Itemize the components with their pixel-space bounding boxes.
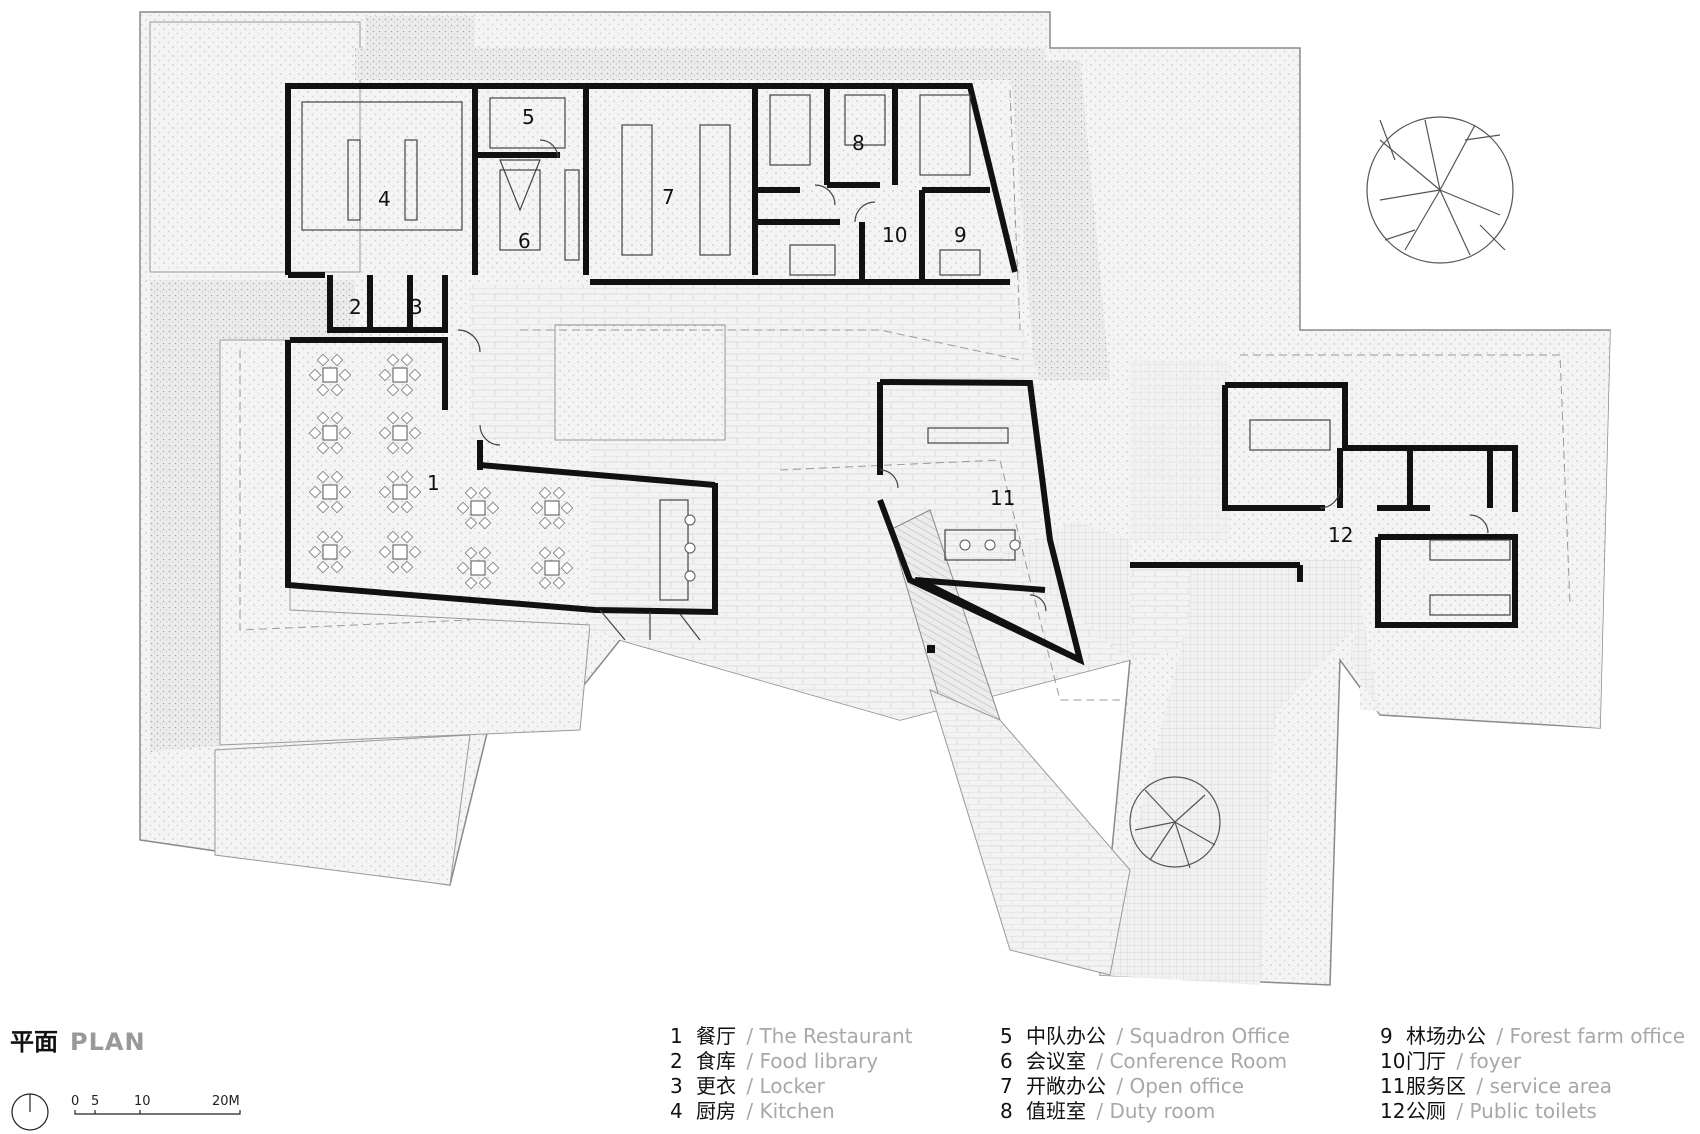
room-label-4: 4	[378, 187, 391, 211]
legend-en: / Conference Room	[1096, 1049, 1288, 1073]
legend-en: / The Restaurant	[746, 1024, 913, 1048]
scale-tick-10: 10	[134, 1094, 151, 1109]
legend-zh: 值班室	[1026, 1099, 1086, 1123]
room-label-10: 10	[882, 223, 907, 247]
legend-zh: 公厕	[1406, 1099, 1446, 1123]
legend-item: 1 餐厅 / The Restaurant	[670, 1024, 913, 1049]
room-label-2: 2	[349, 295, 362, 319]
legend-zh: 中队办公	[1026, 1024, 1106, 1048]
legend-en: / Locker	[746, 1074, 825, 1098]
legend-column-2: 5 中队办公 / Squadron Office 6 会议室 / Conferenc…	[1000, 1024, 1290, 1124]
room-label-5: 5	[522, 105, 535, 129]
legend-num: 9	[1380, 1024, 1393, 1048]
legend-zh: 服务区	[1406, 1074, 1466, 1098]
room-label-6: 6	[518, 229, 531, 253]
legend-num: 5	[1000, 1024, 1013, 1048]
legend-item: 4 厨房 / Kitchen	[670, 1099, 913, 1124]
legend-en: / service area	[1476, 1074, 1613, 1098]
legend-item: 8 值班室 / Duty room	[1000, 1099, 1290, 1124]
counter-fixtures	[684, 514, 1021, 653]
room-label-7: 7	[662, 185, 675, 209]
legend-zh: 会议室	[1026, 1049, 1086, 1073]
legend-zh: 餐厅	[696, 1024, 736, 1048]
legend-zh: 更衣	[696, 1074, 736, 1098]
legend-num: 6	[1000, 1049, 1013, 1073]
legend-num: 11	[1380, 1074, 1406, 1098]
legend-item: 7 开敞办公 / Open office	[1000, 1074, 1290, 1099]
legend-item: 6 会议室 / Conference Room	[1000, 1049, 1290, 1074]
room-label-1: 1	[427, 471, 440, 495]
legend-num: 7	[1000, 1074, 1013, 1098]
scale-tick-0: 0	[71, 1094, 80, 1109]
legend-item: 10门厅 / foyer	[1380, 1049, 1685, 1074]
dashed-lines	[239, 89, 1571, 701]
legend-num: 2	[670, 1049, 683, 1073]
legend-item: 2 食库 / Food library	[670, 1049, 913, 1074]
legend-en: / Squadron Office	[1116, 1024, 1290, 1048]
scale-tick-20m: 20M	[212, 1094, 240, 1109]
legend-item: 12公厕 / Public toilets	[1380, 1099, 1685, 1124]
tree-large	[1366, 116, 1514, 264]
plan-title-en: PLAN	[70, 1028, 146, 1056]
legend-num: 10	[1380, 1049, 1406, 1073]
legend-en: / Public toilets	[1456, 1099, 1597, 1123]
interior-lines	[301, 94, 1511, 641]
legend-en: / Open office	[1116, 1074, 1245, 1098]
legend-num: 1	[670, 1024, 683, 1048]
legend-item: 3 更衣 / Locker	[670, 1074, 913, 1099]
room-label-8: 8	[852, 131, 865, 155]
legend-en: / Kitchen	[746, 1099, 835, 1123]
legend-num: 4	[670, 1099, 683, 1123]
legend-zh: 厨房	[696, 1099, 736, 1123]
scale-bar	[11, 1093, 241, 1131]
scale-tick-5: 5	[91, 1094, 100, 1109]
legend-item: 11服务区 / service area	[1380, 1074, 1685, 1099]
legend-en: / Duty room	[1096, 1099, 1216, 1123]
legend-zh: 食库	[696, 1049, 736, 1073]
legend-item: 9 林场办公 / Forest farm office	[1380, 1024, 1685, 1049]
room-labels: 1 2 3 4 5 6 7 8 9 10 11 12	[349, 105, 1353, 547]
legend-en: / foyer	[1456, 1049, 1522, 1073]
plan-title: 平面 PLAN	[10, 1022, 146, 1057]
room-label-3: 3	[410, 295, 423, 319]
tree-small	[1129, 776, 1221, 869]
legend-en: / Food library	[746, 1049, 879, 1073]
legend-num: 12	[1380, 1099, 1406, 1123]
legend-num: 3	[670, 1074, 683, 1098]
legend-item: 5 中队办公 / Squadron Office	[1000, 1024, 1290, 1049]
legend-en: / Forest farm office	[1496, 1024, 1686, 1048]
building-walls	[285, 83, 1518, 666]
plan-title-zh: 平面	[10, 1028, 58, 1056]
room-label-9: 9	[954, 223, 967, 247]
legend-zh: 林场办公	[1406, 1024, 1486, 1048]
room-label-12: 12	[1328, 523, 1353, 547]
legend-zh: 门厅	[1406, 1049, 1446, 1073]
legend-num: 8	[1000, 1099, 1013, 1123]
room-label-11: 11	[990, 486, 1015, 510]
legend-zh: 开敞办公	[1026, 1074, 1106, 1098]
